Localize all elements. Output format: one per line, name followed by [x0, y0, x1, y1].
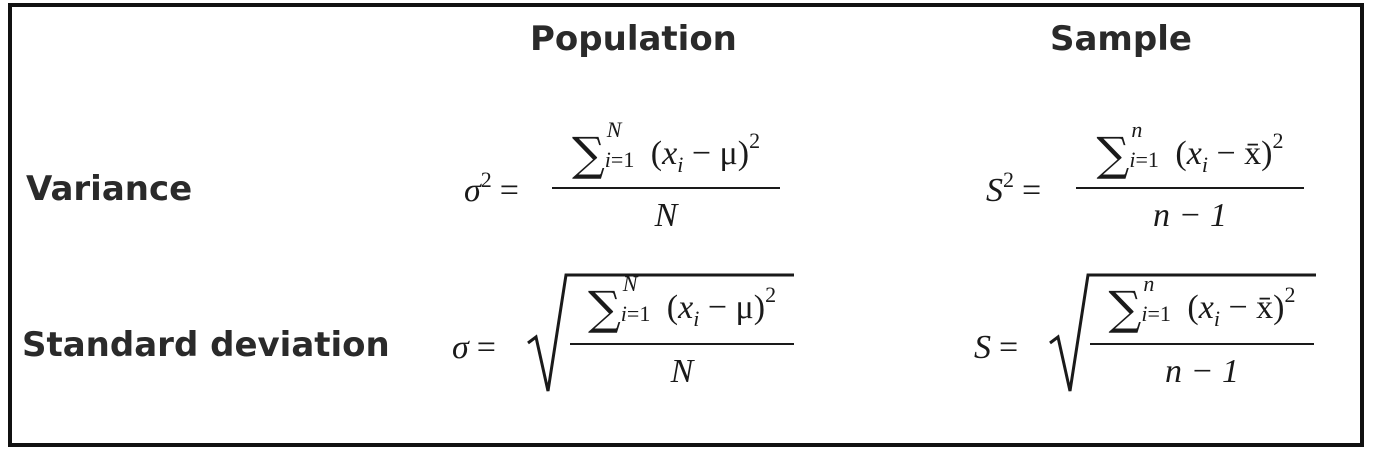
sum-lower: =1	[1147, 301, 1171, 326]
row-label-variance: Variance	[26, 169, 193, 209]
square: 2	[749, 128, 761, 153]
x-sub: i	[677, 152, 684, 177]
equals-sign: =	[499, 172, 519, 209]
fraction-bar	[552, 187, 780, 189]
square: 2	[765, 282, 777, 307]
minus-mean: − x̄)	[1219, 289, 1285, 326]
equals-sign: =	[1022, 172, 1042, 209]
sum-symbol: ∑	[1108, 281, 1142, 335]
fraction-bar	[1076, 187, 1304, 189]
x-sub: i	[1201, 152, 1208, 177]
formula-table-frame: Population Sample Variance Standard devi…	[8, 3, 1364, 447]
sum-lower: =1	[626, 301, 651, 326]
sum-index: i	[620, 301, 627, 326]
sum-upper: N	[606, 117, 622, 142]
header-population: Population	[530, 19, 737, 59]
sum-index: i	[1141, 301, 1148, 326]
square: 2	[1272, 128, 1284, 153]
minus-mean: − x̄)	[1207, 135, 1273, 172]
fraction-bar	[570, 343, 794, 345]
x-var: x	[1198, 289, 1214, 326]
minus-mean: − μ)	[699, 289, 766, 326]
lhs-symbol: S	[974, 329, 991, 366]
open-paren: (	[1187, 289, 1199, 326]
open-paren: (	[1175, 135, 1187, 172]
x-sub: i	[1213, 306, 1220, 331]
lhs-power: 2	[1003, 167, 1014, 192]
x-var: x	[678, 289, 694, 326]
denominator: n − 1	[1153, 197, 1227, 234]
lhs-power: 2	[480, 167, 492, 192]
sum-upper: N	[622, 271, 638, 296]
header-sample: Sample	[1050, 19, 1192, 59]
lhs-symbol: S	[986, 172, 1003, 209]
open-paren: (	[666, 289, 679, 326]
x-var: x	[662, 135, 678, 172]
minus-mean: − μ)	[683, 135, 750, 172]
x-sub: i	[693, 306, 700, 331]
sum-index: i	[604, 147, 611, 172]
sum-upper: n	[1131, 117, 1143, 142]
open-paren: (	[650, 135, 663, 172]
sum-symbol: ∑	[587, 281, 621, 335]
square: 2	[1284, 282, 1296, 307]
denominator: n − 1	[1165, 353, 1239, 390]
sum-symbol: ∑	[571, 127, 605, 181]
denominator: N	[654, 197, 678, 234]
lhs-symbol: σ	[452, 329, 469, 366]
x-var: x	[1186, 135, 1202, 172]
row-label-standard-deviation: Standard deviation	[22, 325, 390, 365]
equals-sign: =	[476, 329, 496, 366]
sum-lower: =1	[610, 147, 635, 172]
fraction-bar	[1090, 343, 1314, 345]
sum-symbol: ∑	[1096, 127, 1130, 181]
sum-upper: n	[1143, 271, 1155, 296]
sum-index: i	[1129, 147, 1136, 172]
denominator: N	[670, 353, 694, 390]
sum-lower: =1	[1135, 147, 1159, 172]
lhs-symbol: σ	[464, 172, 481, 209]
equals-sign: =	[999, 329, 1019, 366]
